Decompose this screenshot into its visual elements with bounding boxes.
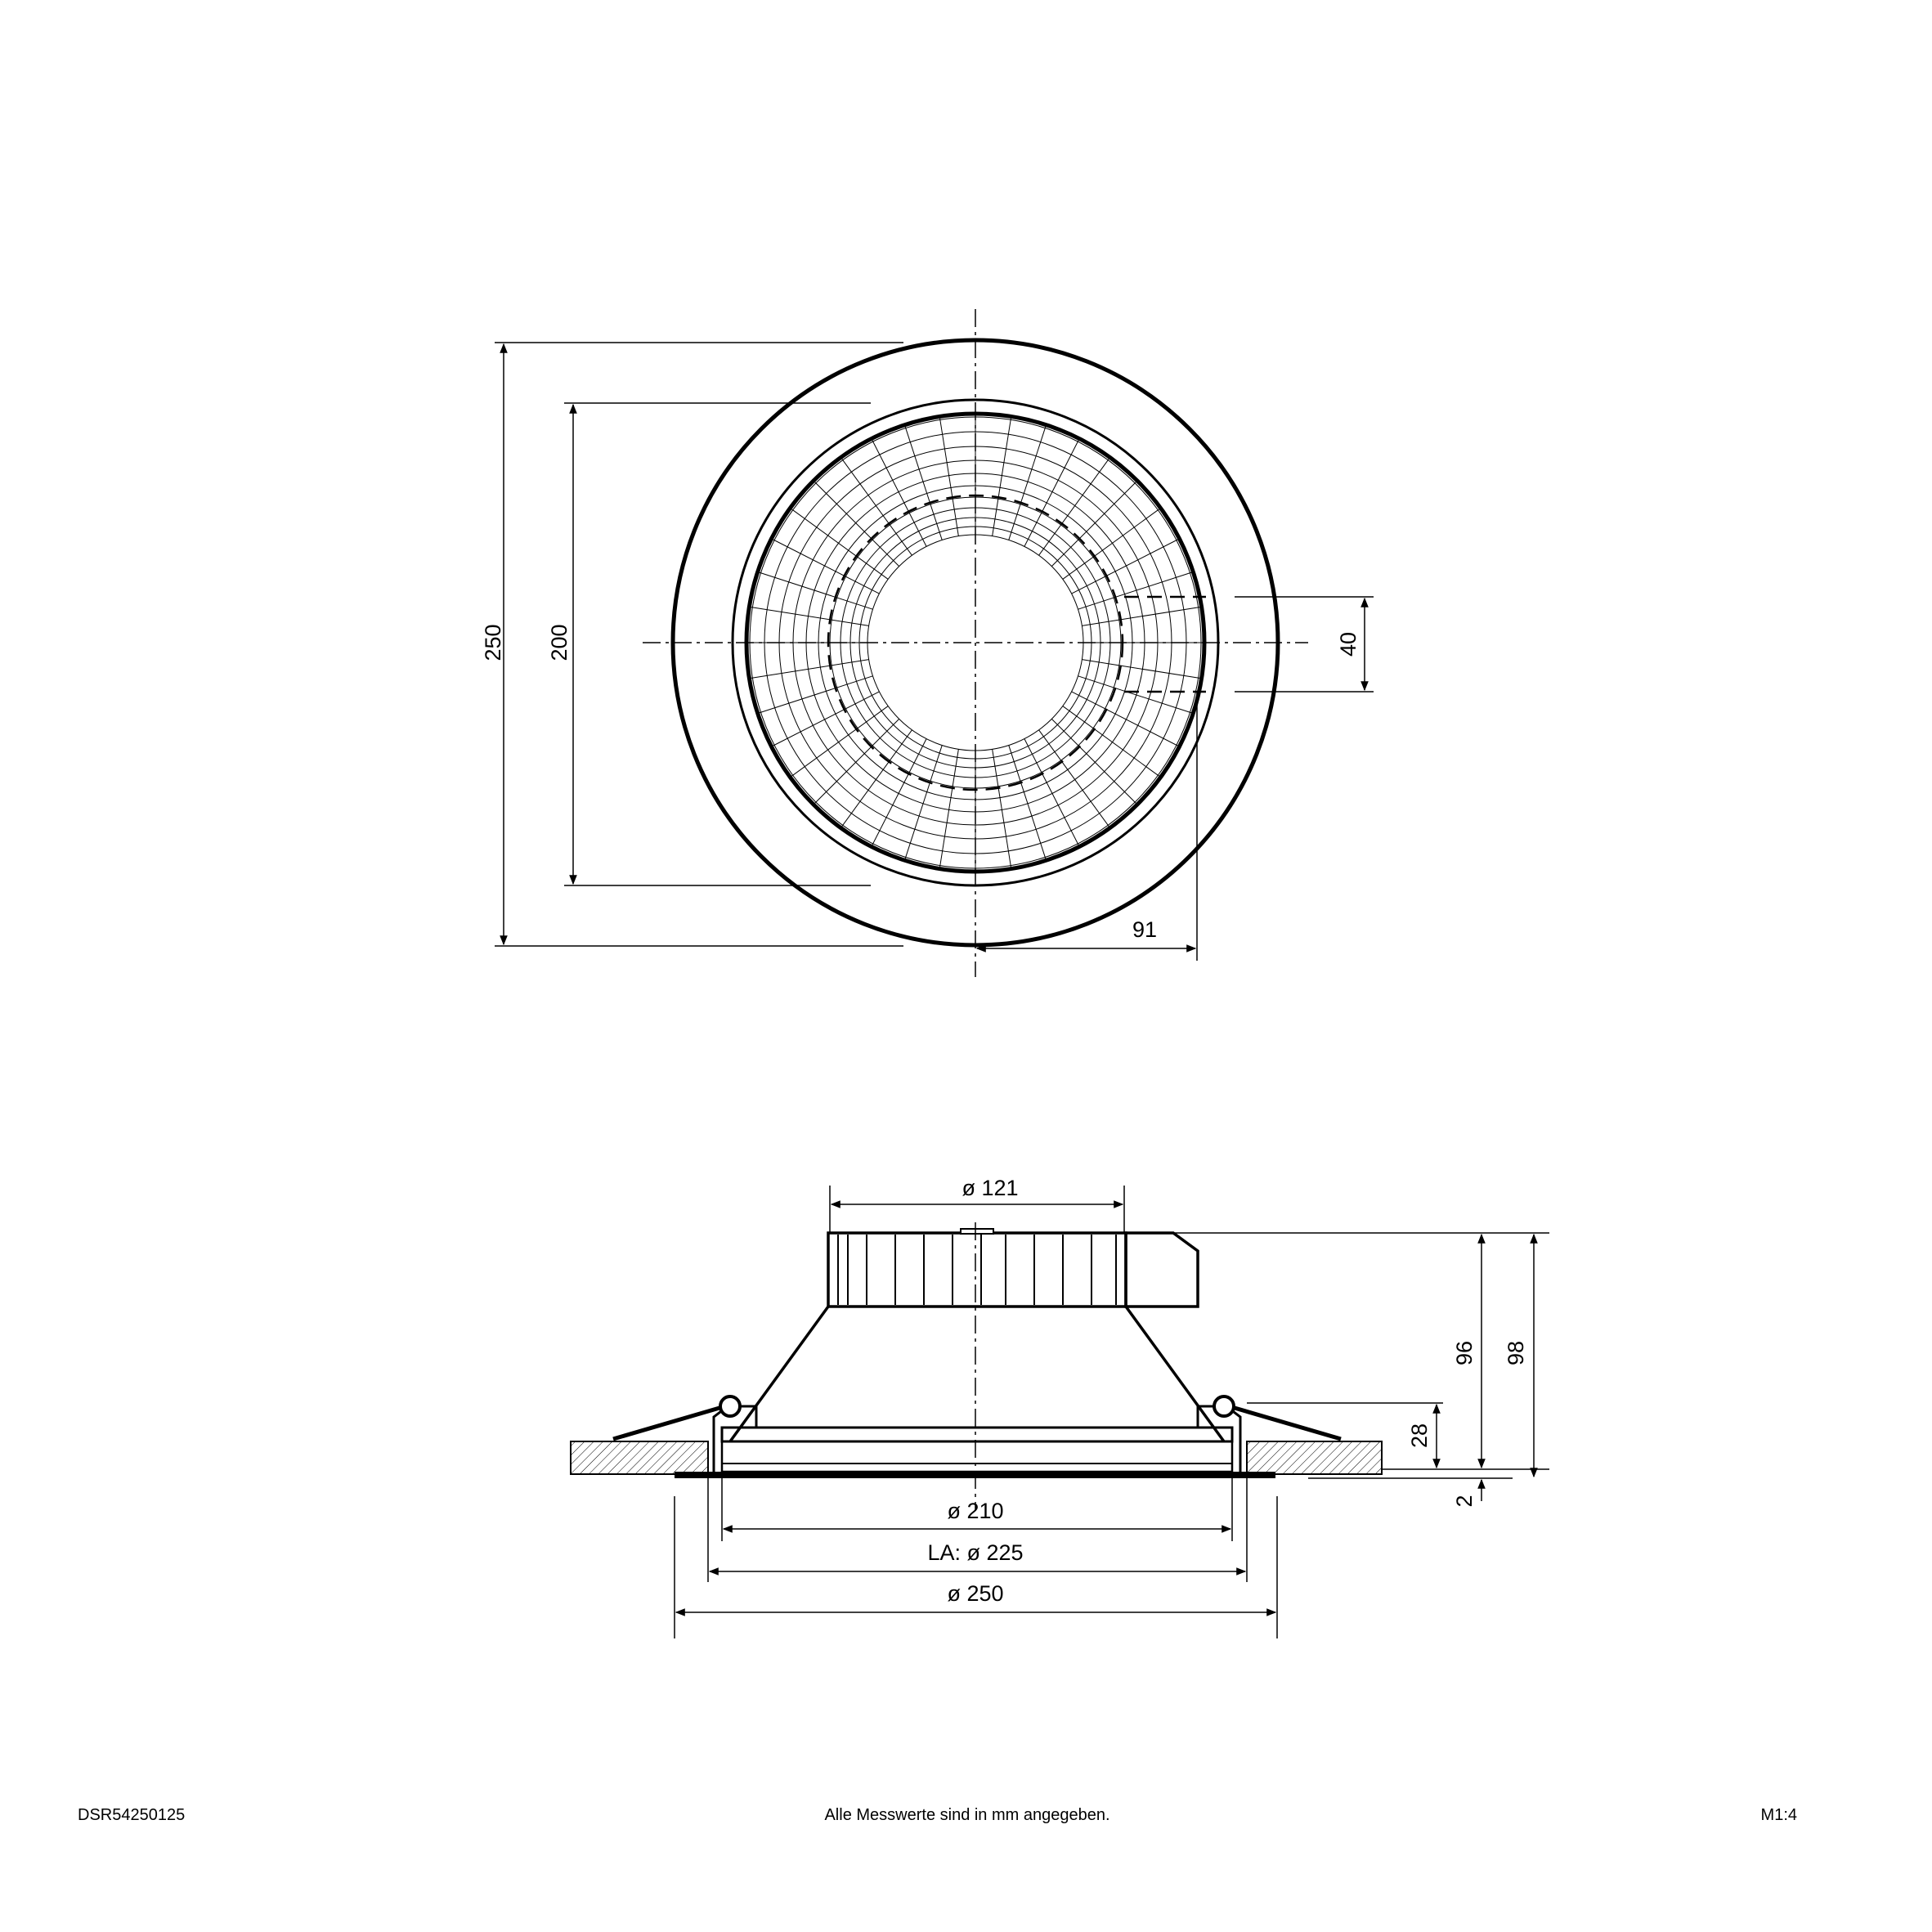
- facet-spoke: [1071, 538, 1180, 594]
- facet-spoke: [1062, 706, 1161, 778]
- facet-spoke: [790, 706, 889, 778]
- facet-spoke: [1008, 745, 1047, 861]
- facet-spoke: [903, 745, 943, 861]
- facet-spoke: [813, 718, 900, 805]
- facet-spoke: [1082, 606, 1202, 626]
- facet-spoke: [1051, 718, 1138, 805]
- facet-spoke: [757, 571, 873, 610]
- facet-spoke: [1062, 508, 1161, 580]
- facet-spoke: [1024, 438, 1080, 547]
- top-view: 250 200 40 91: [481, 309, 1374, 977]
- measurement-note: Alle Messwerte sind in mm angegeben.: [824, 1806, 1109, 1824]
- facet-spoke: [871, 738, 927, 847]
- facet-spoke: [757, 675, 873, 715]
- dimension-label-28: 28: [1407, 1423, 1432, 1448]
- facet-spoke: [1008, 424, 1047, 540]
- side-view: ø 121 96 98 28 2 ø 210 LA: ø 225 ø 250: [570, 1176, 1549, 1638]
- facet-spoke: [1038, 729, 1110, 828]
- heat-sink: [827, 1231, 1127, 1308]
- facet-spoke: [903, 424, 943, 540]
- dimension-label-91: 91: [1132, 917, 1157, 942]
- ceiling-section-right: [1246, 1441, 1383, 1475]
- dimension-label-250-side: ø 250: [947, 1581, 1003, 1606]
- spring-left: [612, 1405, 720, 1441]
- scale-label: M1:4: [1761, 1806, 1797, 1824]
- outer-trim-ring: [670, 338, 1280, 948]
- dimension-label-40: 40: [1336, 632, 1360, 657]
- hidden-edge-circle: [827, 494, 1124, 791]
- ceiling-section-left: [570, 1441, 709, 1475]
- facet-spoke: [1082, 659, 1202, 679]
- reflector-rim: [744, 411, 1207, 874]
- heat-sink-fins: [837, 1235, 1117, 1305]
- dimension-label-2: 2: [1452, 1495, 1477, 1507]
- facet-spoke: [939, 416, 959, 536]
- facet-spoke: [992, 749, 1012, 869]
- lens-plate: [720, 1440, 1234, 1473]
- spring-pivot-left: [719, 1395, 742, 1418]
- dimension-label-200: 200: [547, 624, 572, 661]
- facet-spoke: [1024, 738, 1080, 847]
- facet-spoke: [1078, 571, 1194, 610]
- facet-spoke: [749, 606, 869, 626]
- facet-spoke: [771, 538, 880, 594]
- facet-spoke: [1051, 480, 1138, 567]
- dimension-label-98: 98: [1504, 1341, 1528, 1365]
- reflector-facets: [748, 415, 1203, 870]
- dimension-label-225: LA: ø 225: [927, 1540, 1023, 1565]
- facet-spoke: [992, 416, 1012, 536]
- facet-spoke: [939, 749, 959, 869]
- footer: DSR54250125 Alle Messwerte sind in mm an…: [78, 1806, 1797, 1824]
- cone-body: [728, 1305, 1226, 1443]
- facet-spoke: [749, 659, 869, 679]
- dimension-label-96: 96: [1452, 1341, 1477, 1365]
- facet-spoke: [1071, 691, 1180, 747]
- article-number: DSR54250125: [78, 1806, 185, 1824]
- driver-box: [1124, 1231, 1199, 1308]
- heat-sink-cap: [960, 1228, 994, 1235]
- facet-spoke: [813, 480, 900, 567]
- lens-frame: [720, 1426, 1234, 1443]
- facet-spoke: [1078, 675, 1194, 715]
- facet-spoke: [1038, 457, 1110, 556]
- facet-spoke: [840, 729, 912, 828]
- dimension-label-210: ø 210: [947, 1499, 1003, 1523]
- dimension-label-121: ø 121: [962, 1176, 1018, 1200]
- facet-spoke: [871, 438, 927, 547]
- spring-pivot-right: [1213, 1395, 1235, 1418]
- spring-right: [1234, 1405, 1342, 1441]
- facet-spoke: [771, 691, 880, 747]
- inner-trim-ring: [731, 398, 1220, 887]
- dimension-label-250: 250: [481, 624, 505, 661]
- facet-spoke: [840, 457, 912, 556]
- facet-spoke: [790, 508, 889, 580]
